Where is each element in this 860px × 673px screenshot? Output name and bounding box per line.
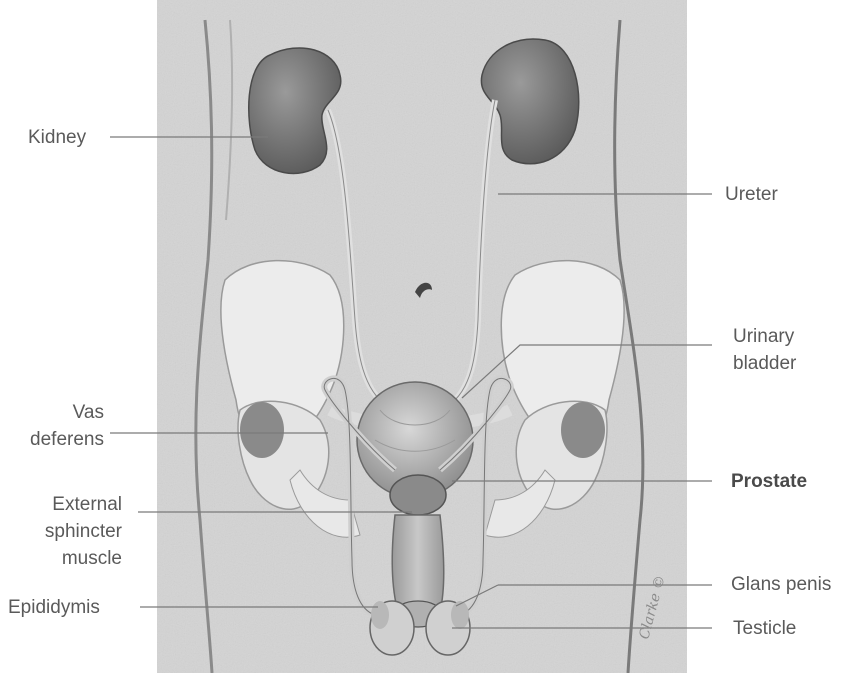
label-external-sphincter-line1: External bbox=[20, 493, 122, 516]
label-vas-deferens-line2: deferens bbox=[20, 428, 104, 451]
label-epididymis: Epididymis bbox=[8, 596, 100, 619]
epididymis-right bbox=[451, 601, 469, 629]
penis bbox=[392, 515, 444, 612]
label-prostate: Prostate bbox=[731, 470, 807, 493]
label-testicle: Testicle bbox=[733, 617, 796, 640]
label-vas-deferens-line1: Vas bbox=[62, 401, 104, 424]
label-urinary-bladder-line2: bladder bbox=[733, 352, 796, 375]
prostate bbox=[390, 475, 446, 515]
epididymis-left bbox=[371, 601, 389, 629]
label-kidney: Kidney bbox=[28, 126, 86, 149]
label-ureter: Ureter bbox=[725, 183, 778, 206]
label-glans-penis: Glans penis bbox=[731, 573, 831, 596]
label-external-sphincter-line3: muscle bbox=[20, 547, 122, 570]
label-urinary-bladder-line1: Urinary bbox=[733, 325, 794, 348]
label-external-sphincter-line2: sphincter bbox=[20, 520, 122, 543]
